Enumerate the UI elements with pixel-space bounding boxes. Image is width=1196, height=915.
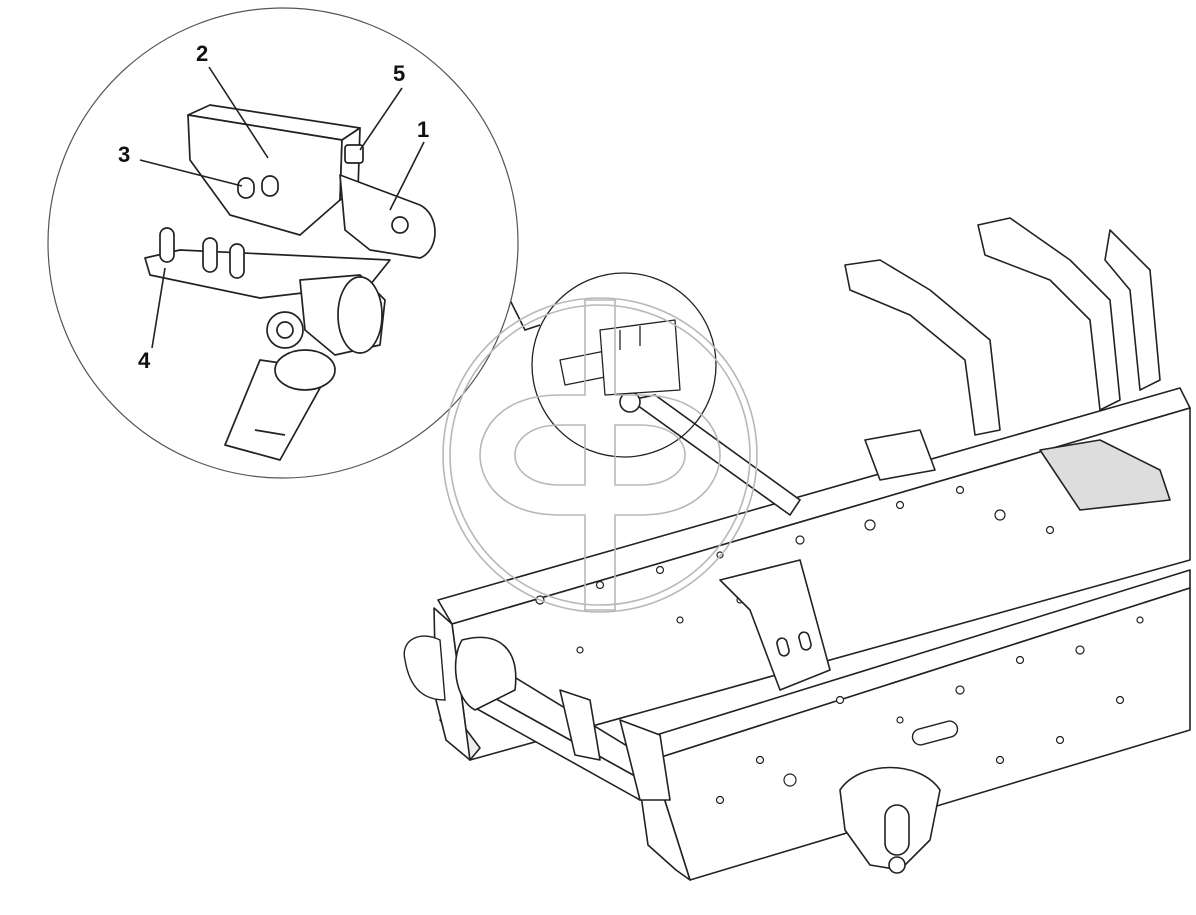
callout-4: 4	[138, 348, 151, 373]
detail-magnifier-circle	[47, 7, 519, 479]
stabilizer-rod	[619, 391, 802, 517]
watermark-logo	[442, 297, 758, 613]
callout-1: 1	[417, 117, 430, 142]
detail-ring-small	[531, 272, 717, 458]
tow-hook	[403, 635, 446, 701]
tube-supports	[844, 217, 1171, 511]
detail-leader-line	[509, 299, 541, 331]
callout-5: 5	[393, 61, 406, 86]
callout-2: 2	[196, 41, 209, 66]
cross-member	[454, 636, 671, 801]
callout-leaders	[139, 66, 425, 349]
magnified-bracket	[144, 104, 436, 461]
small-mount	[559, 319, 681, 396]
spring-hanger	[839, 766, 941, 874]
chassis-frame	[433, 387, 1191, 881]
callout-3: 3	[118, 142, 131, 167]
rail-bracket	[719, 559, 831, 691]
rail-slot	[911, 720, 959, 746]
